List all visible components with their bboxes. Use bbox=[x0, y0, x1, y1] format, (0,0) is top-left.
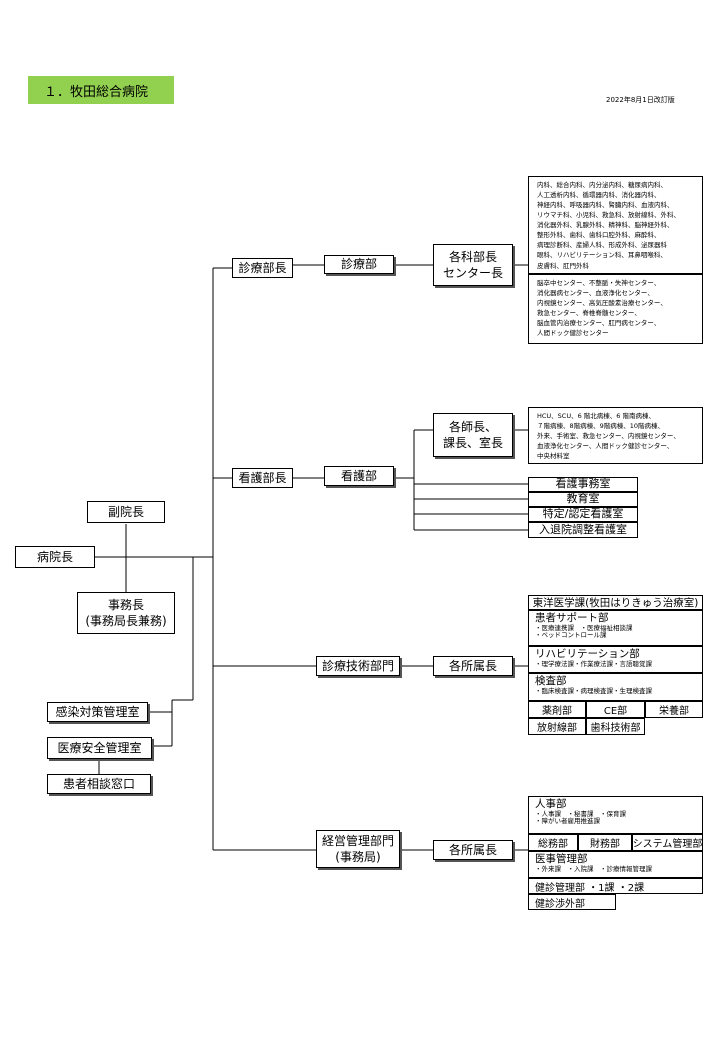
clinical-departments-list: 内科、総合内科、内分泌内科、糖尿病内科、 人工透析内科、循環器内科、消化器内科、… bbox=[528, 176, 703, 274]
nursing-dept-box: 看護部 bbox=[324, 466, 394, 486]
admin-manager-box: 事務長 (事務局長兼務) bbox=[77, 592, 175, 634]
admission-nurse-room-box: 入退院調整看護室 bbox=[528, 522, 638, 538]
finance-box: 財務部 bbox=[578, 834, 632, 851]
management-dept-box: 経営管理部門 (事務局) bbox=[316, 830, 400, 868]
patient-consultation-box: 患者相談窓口 bbox=[47, 774, 151, 794]
hr-section: 人事部 ・人事課 ・秘書課 ・保育課 ・障がい者雇用推進課 bbox=[528, 796, 703, 834]
nutrition-box: 栄養部 bbox=[645, 701, 703, 718]
infection-control-box: 感染対策管理室 bbox=[47, 702, 148, 722]
ce-box: CE部 bbox=[586, 701, 645, 718]
rehab-sub: ・理学療法課・作業療法課・言語聴覚課 bbox=[535, 659, 652, 668]
certified-nurse-room-box: 特定/認定看護室 bbox=[528, 507, 638, 522]
nursing-director-box: 看護部長 bbox=[232, 468, 293, 488]
lab-title: 検査部 bbox=[535, 675, 567, 687]
patient-support-title: 患者サポート部 bbox=[535, 612, 609, 624]
centers-list: 脳卒中センター、不整脈・失神センター、 消化器病センター、血液浄化センター、 内… bbox=[528, 274, 703, 344]
revision-date: 2022年8月1日改訂版 bbox=[606, 96, 675, 104]
checkup-external-box: 健診渉外部 bbox=[528, 894, 616, 910]
nursing-office-box: 看護事務室 bbox=[528, 477, 638, 492]
technical-dept-box: 診療技術部門 bbox=[316, 656, 400, 676]
lab-section: 検査部 ・臨床検査課・病理検査課・生理検査課 bbox=[528, 673, 703, 701]
page-title: １．牧田総合病院 bbox=[28, 76, 174, 104]
dept-heads-box: 各科部長 センター長 bbox=[433, 244, 513, 286]
pharmacy-box: 薬剤部 bbox=[528, 701, 586, 718]
rehab-section: リハビリテーション部 ・理学療法課・作業療法課・言語聴覚課 bbox=[528, 646, 703, 673]
director-box: 病院長 bbox=[15, 546, 95, 568]
dental-tech-box: 歯科技術部 bbox=[586, 718, 645, 735]
wards-list: HCU、SCU、6 階北病棟、6 階南病棟、 ７階病棟、8階病棟、9階病棟、10… bbox=[528, 407, 703, 464]
oriental-medicine-box: 東洋医学課(牧田はりきゅう治療室) bbox=[528, 595, 703, 610]
medical-admin-title: 医事管理部 bbox=[535, 853, 588, 865]
technical-heads-box: 各所属長 bbox=[433, 656, 513, 676]
hr-sub: ・人事課 ・秘書課 ・保育課 ・障がい者雇用推進課 bbox=[535, 809, 626, 826]
patient-support-sub: ・医療連携課 ・医療福祉相談課 ・ベッドコントロール課 bbox=[535, 623, 633, 640]
system-management-box: システム管理部 bbox=[632, 834, 703, 851]
general-affairs-box: 総務部 bbox=[528, 834, 578, 851]
management-heads-box: 各所属長 bbox=[433, 840, 513, 860]
medical-admin-section: 医事管理部 ・外来課 ・入院課 ・診療情報管理課 bbox=[528, 851, 703, 878]
education-room-box: 教育室 bbox=[528, 492, 638, 507]
radiology-box: 放射線部 bbox=[528, 718, 586, 735]
medical-director-box: 診療部長 bbox=[232, 258, 293, 278]
nurse-heads-box: 各師長、 課長、室長 bbox=[433, 413, 513, 457]
medical-dept-box: 診療部 bbox=[324, 255, 394, 274]
medical-admin-sub: ・外来課 ・入院課 ・診療情報管理課 bbox=[535, 864, 652, 873]
checkup-management-box: 健診管理部 ・1課 ・2課 bbox=[528, 878, 703, 894]
medical-safety-box: 医療安全管理室 bbox=[47, 737, 152, 759]
hr-title: 人事部 bbox=[535, 798, 567, 810]
vice-director-box: 副院長 bbox=[87, 501, 165, 523]
patient-support-section: 患者サポート部 ・医療連携課 ・医療福祉相談課 ・ベッドコントロール課 bbox=[528, 610, 703, 646]
rehab-title: リハビリテーション部 bbox=[535, 648, 640, 660]
lab-sub: ・臨床検査課・病理検査課・生理検査課 bbox=[535, 686, 652, 695]
